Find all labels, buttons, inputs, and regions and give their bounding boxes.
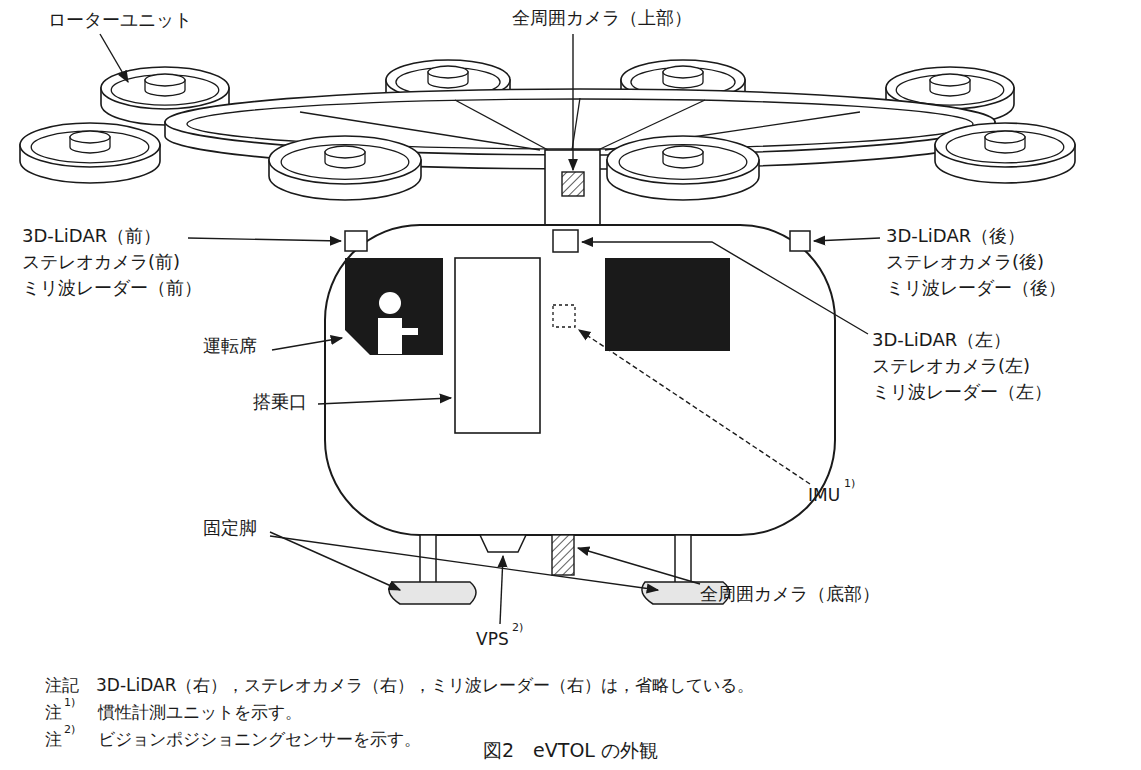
note-ref: 1) (64, 697, 75, 710)
part-label: IMU (808, 486, 840, 506)
sensor-rear (790, 231, 810, 251)
note-ref: 1) (844, 478, 855, 491)
drawing-part (270, 536, 658, 590)
rotor-unit (20, 123, 160, 183)
drawing-part (578, 548, 700, 584)
drawing-part (428, 66, 468, 78)
sensor-label: ステレオカメラ(後) (886, 252, 1044, 273)
sensor-label: 3D-LiDAR（左） (872, 330, 1011, 351)
sensor-front (345, 231, 367, 251)
drawing-part (318, 398, 451, 404)
drawing-part (572, 34, 573, 170)
drawing-part (20, 123, 1075, 200)
sensor-label: 3D-LiDAR（後） (886, 226, 1025, 247)
drawing-part (270, 532, 400, 590)
door (455, 258, 540, 433)
front-window (345, 258, 443, 355)
drawing-part (579, 330, 810, 484)
sensor-label: ステレオカメラ(左) (872, 356, 1030, 377)
drawing-part (325, 146, 365, 158)
note-text: 慣性計測ユニットを示す。 (98, 703, 302, 723)
note-mark: 注 (45, 730, 62, 750)
drawing-part (946, 131, 1064, 163)
drawing-part (70, 131, 110, 143)
sensor-label: 3D-LiDAR（前） (22, 226, 161, 247)
drawing-part (20, 123, 160, 167)
part-label: 運転席 (203, 336, 257, 357)
vps-sensor (480, 535, 526, 552)
imu-box (553, 305, 575, 327)
drawing-part (269, 136, 421, 184)
part-label: 固定脚 (203, 518, 257, 539)
leader-lines (100, 34, 880, 624)
drawing-part (188, 238, 341, 241)
drawing-part (896, 75, 1004, 105)
note-mark: 注 (45, 703, 62, 723)
sensor-label: ステレオカメラ(前) (22, 252, 180, 273)
part-label: 搭乗口 (253, 392, 307, 413)
drawing-part (272, 338, 342, 350)
part-label: 全周囲カメラ（底部） (700, 584, 880, 605)
leg-strut (675, 535, 691, 583)
part-label: 全周囲カメラ（上部） (512, 8, 692, 29)
pilot-head (379, 292, 401, 314)
camera-bottom (552, 535, 574, 575)
drawing-part (500, 556, 503, 624)
sensor-label: ミリ波レーダー（左） (872, 382, 1052, 403)
part-label: VPS (476, 630, 509, 650)
sensor-label: ミリ波レーダー（後） (886, 278, 1066, 299)
drawing-part (663, 66, 703, 78)
camera-top (562, 172, 584, 196)
sensor-label: ミリ波レーダー（前） (22, 278, 202, 299)
fuselage (325, 225, 835, 535)
drawing-part (281, 145, 409, 180)
rotor-unit (935, 123, 1075, 183)
drawing-part (619, 145, 747, 180)
part-label: ローターユニット (48, 10, 192, 31)
sensor-left (553, 230, 578, 252)
drawing-part (663, 146, 703, 158)
drawing-part (814, 238, 880, 241)
rotor-unit (269, 136, 421, 200)
drawing-part (935, 123, 1075, 167)
drawing-part (111, 75, 219, 105)
note-text: ビジョンポジショニングセンサーを示す。 (98, 730, 421, 750)
note-ref: 2) (64, 724, 75, 737)
drawing-part (455, 100, 548, 150)
note-text: 注記 3D-LiDAR（右），ステレオカメラ（右），ミリ波レーダー（右）は，省略… (45, 676, 754, 696)
drawing-part (985, 131, 1025, 143)
skid (389, 582, 476, 604)
drawing-part (100, 34, 128, 82)
drawing-part (582, 242, 868, 334)
note-ref: 2) (512, 622, 523, 635)
drawing-part (930, 74, 970, 86)
drawing-part (101, 67, 229, 109)
rear-window (605, 258, 730, 351)
figure-caption: 図2 eVTOL の外観 (0, 740, 1141, 762)
drawing-part (145, 74, 185, 86)
rotor-unit (607, 136, 759, 200)
pilot-body (378, 318, 418, 354)
drawing-part (607, 136, 759, 184)
drawing-part (31, 131, 149, 163)
